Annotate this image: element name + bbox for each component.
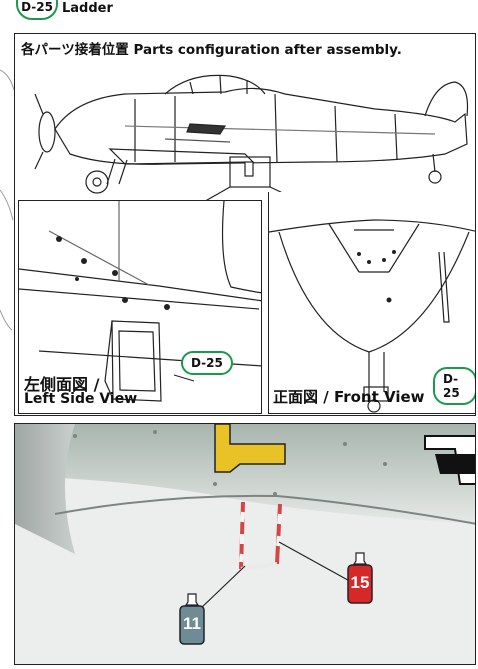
- panel-title-jp: 各パーツ接着位置: [21, 42, 129, 58]
- model-photo: [15, 424, 475, 664]
- front-view-label: 正面図 / Front View: [273, 390, 425, 405]
- left-view-label: 左側面図 / Left Side View: [24, 377, 137, 407]
- part-code: D-25: [21, 0, 53, 14]
- photo-panel: 11 15: [14, 423, 476, 665]
- left-view-label-jp: 左側面図 /: [24, 375, 100, 394]
- left-view-label-en: Left Side View: [24, 391, 138, 407]
- paint-number-11: 11: [183, 614, 201, 633]
- part-badge-left: D-25: [181, 351, 233, 375]
- front-view-label-en: Front View: [333, 388, 425, 406]
- panel-title-en: Parts configuration after assembly.: [133, 42, 402, 58]
- part-badge-top: D-25: [16, 0, 58, 20]
- left-side-view-inset: D-25 左側面図 / Left Side View: [18, 200, 262, 414]
- front-view-drawing: [269, 219, 475, 413]
- paint-bottle-11: 11: [177, 592, 207, 646]
- part-name-label: Ladder: [62, 1, 113, 16]
- panel-title: 各パーツ接着位置 Parts configuration after assem…: [21, 38, 402, 58]
- part-badge-front: D-25: [433, 367, 475, 405]
- bottle-icon: [347, 552, 373, 604]
- paint-bottle-15: 15: [345, 551, 375, 605]
- paint-number-15: 15: [350, 573, 370, 592]
- aircraft-side-view: [34, 74, 469, 194]
- bottle-icon: [179, 593, 205, 645]
- front-view-label-jp: 正面図 /: [273, 388, 329, 406]
- edge-sketch: [0, 69, 15, 331]
- left-side-detail-drawing: [19, 201, 261, 402]
- front-view-inset: D-25 正面図 / Front View: [268, 192, 475, 414]
- assembly-diagram-panel: 各パーツ接着位置 Parts configuration after assem…: [14, 33, 476, 416]
